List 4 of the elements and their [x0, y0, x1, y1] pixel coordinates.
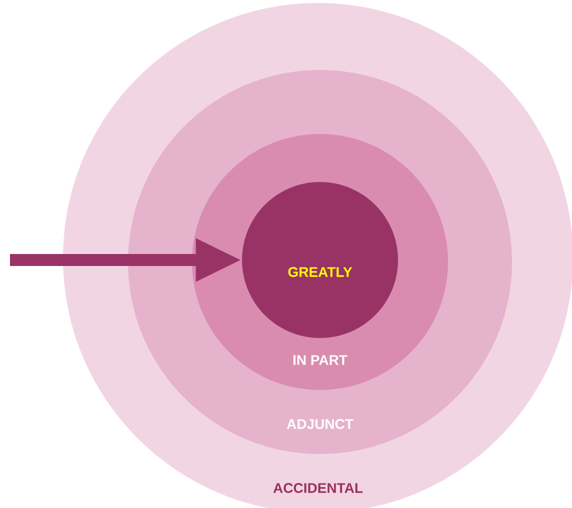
ring-label: ADJUNCT	[286, 419, 354, 429]
ring-label: ACCIDENTAL	[273, 483, 363, 493]
ring-label: IN PART	[293, 355, 348, 365]
ring-label: GREATLY	[288, 267, 352, 277]
